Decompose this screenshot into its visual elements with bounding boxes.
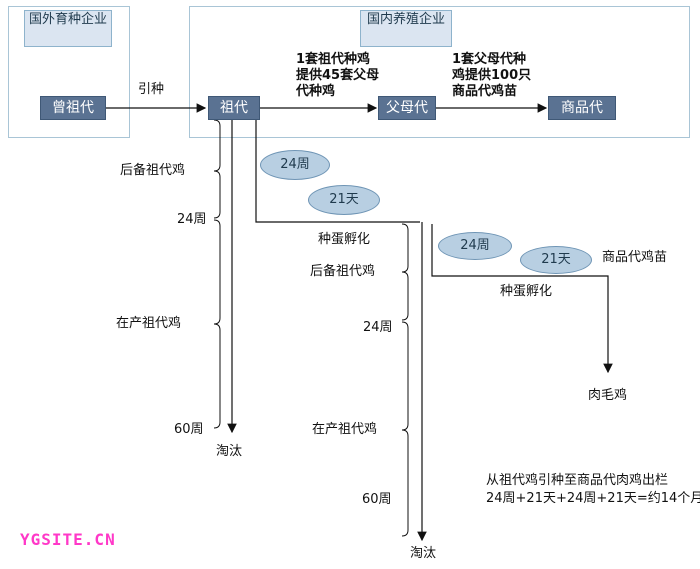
node-commercial: 商品代 — [548, 96, 616, 120]
parent-week-60-label: 60周 — [362, 492, 392, 507]
gp-cycle-path — [255, 120, 420, 223]
gp-laying-bracket — [213, 219, 221, 429]
parent-laying-bracket — [401, 321, 409, 537]
gp-days-ellipse: 21天 — [308, 185, 380, 215]
summary-line-1: 从祖代鸡引种至商品代肉鸡出栏 — [486, 473, 669, 488]
parent-weeks-ellipse: 24周 — [438, 232, 512, 260]
foreign-breeding-title: 国外育种企业 — [24, 10, 112, 47]
parent-reserve-bracket — [401, 223, 409, 321]
gp-week-60-label: 60周 — [174, 422, 204, 437]
parent-cull-label: 淘汰 — [410, 546, 437, 561]
parent-cycle-path — [431, 224, 613, 374]
parent-laying-label: 在产祖代鸡 — [312, 422, 378, 437]
edge-label-parent-to-commercial: 1套父母代种鸡提供100只商品代鸡苗 — [452, 52, 532, 99]
commercial-chick-label: 商品代鸡苗 — [602, 250, 668, 265]
edge-label-gp-to-parent: 1套祖代种鸡提供45套父母代种鸡 — [296, 52, 380, 99]
watermark: YGSITE.CN — [20, 530, 116, 549]
edge-label-introduce: 引种 — [138, 82, 165, 97]
gp-cull-label: 淘汰 — [216, 444, 243, 459]
node-great-grandparent: 曾祖代 — [40, 96, 106, 120]
gp-reserve-label: 后备祖代鸡 — [120, 163, 186, 178]
gp-laying-label: 在产祖代鸡 — [116, 316, 182, 331]
gp-reserve-bracket — [213, 119, 221, 219]
parent-week-24-label: 24周 — [363, 320, 393, 335]
gp-weeks-ellipse: 24周 — [260, 150, 330, 180]
gp-hatch-label: 种蛋孵化 — [318, 232, 371, 247]
summary-line-2: 24周+21天+24周+21天=约14个月 — [486, 491, 700, 506]
node-parent: 父母代 — [378, 96, 436, 120]
parent-hatch-label: 种蛋孵化 — [500, 284, 553, 299]
parent-reserve-label: 后备祖代鸡 — [310, 264, 376, 279]
parent-days-ellipse: 21天 — [520, 246, 592, 274]
broiler-label: 肉毛鸡 — [588, 388, 628, 403]
gp-week-24-label: 24周 — [177, 212, 207, 227]
node-grandparent: 祖代 — [208, 96, 260, 120]
domestic-farming-title: 国内养殖企业 — [360, 10, 452, 47]
